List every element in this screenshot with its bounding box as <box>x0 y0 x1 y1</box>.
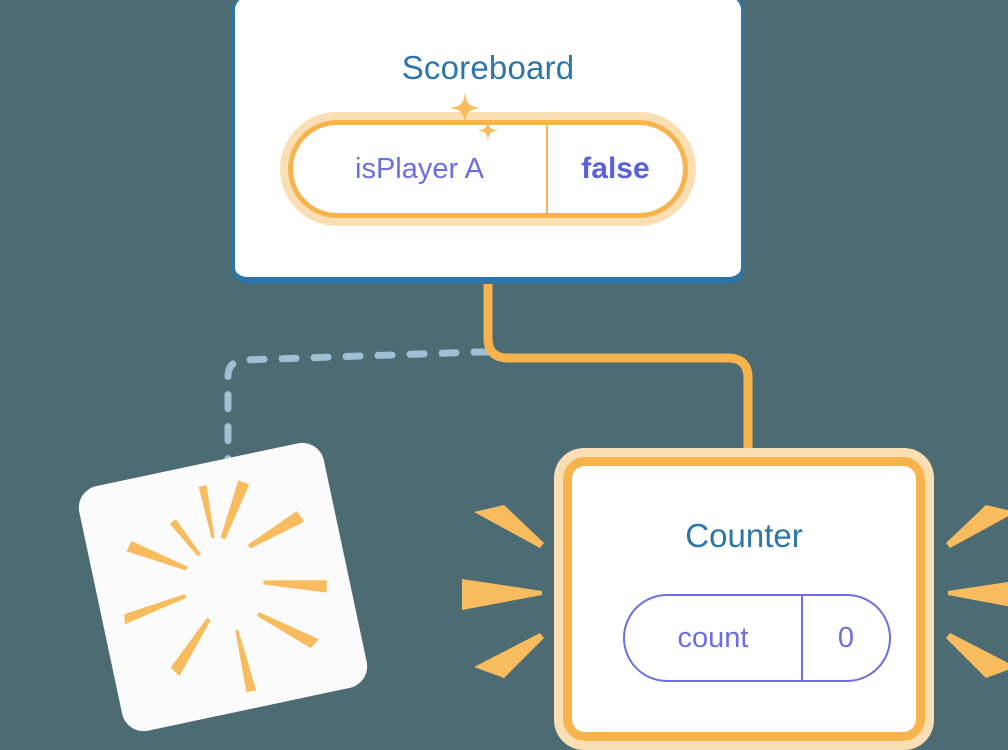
ray <box>198 485 215 539</box>
node-card-counter-inner: Counter count 0 <box>563 457 925 741</box>
ray <box>169 519 201 557</box>
ray <box>474 505 544 548</box>
ray <box>946 505 1008 548</box>
ray <box>474 633 544 678</box>
ray <box>946 633 1008 678</box>
ray <box>124 594 187 625</box>
sparkle-icon-group <box>449 92 499 141</box>
scoreboard-state-key-cell: isPlayer A <box>293 125 548 213</box>
burst-rays-counter-right <box>946 505 1008 678</box>
ray <box>256 612 319 649</box>
counter-state-key-cell: count <box>625 596 803 680</box>
node-card-counter[interactable]: Counter count 0 <box>554 448 934 750</box>
burst-rays-ghost <box>124 480 327 693</box>
edge-scoreboard-to-ghost-card <box>224 348 492 466</box>
sparkle-small-icon <box>477 120 499 141</box>
scoreboard-state-key: isPlayer A <box>355 152 484 185</box>
ray <box>220 480 250 540</box>
sparkle-icon <box>449 92 481 124</box>
scoreboard-title: Scoreboard <box>401 49 575 86</box>
burst-rays-counter-left <box>462 505 544 678</box>
edge-scoreboard-to-counter <box>483 280 753 462</box>
node-card-ghost[interactable] <box>74 438 372 736</box>
scoreboard-state-value: false <box>581 152 650 185</box>
ray <box>462 579 542 610</box>
counter-state-value: 0 <box>837 621 855 654</box>
counter-state-pill[interactable]: count 0 <box>623 594 891 682</box>
counter-state-key: count <box>677 621 749 654</box>
counter-state-value-cell: 0 <box>803 596 889 680</box>
scoreboard-state-value-cell: false <box>548 125 683 213</box>
ray <box>948 582 1008 607</box>
ray <box>235 629 257 693</box>
counter-title: Counter <box>685 517 803 554</box>
ray <box>170 617 211 676</box>
ray <box>126 541 189 571</box>
ray <box>263 580 327 593</box>
ray <box>247 510 305 549</box>
